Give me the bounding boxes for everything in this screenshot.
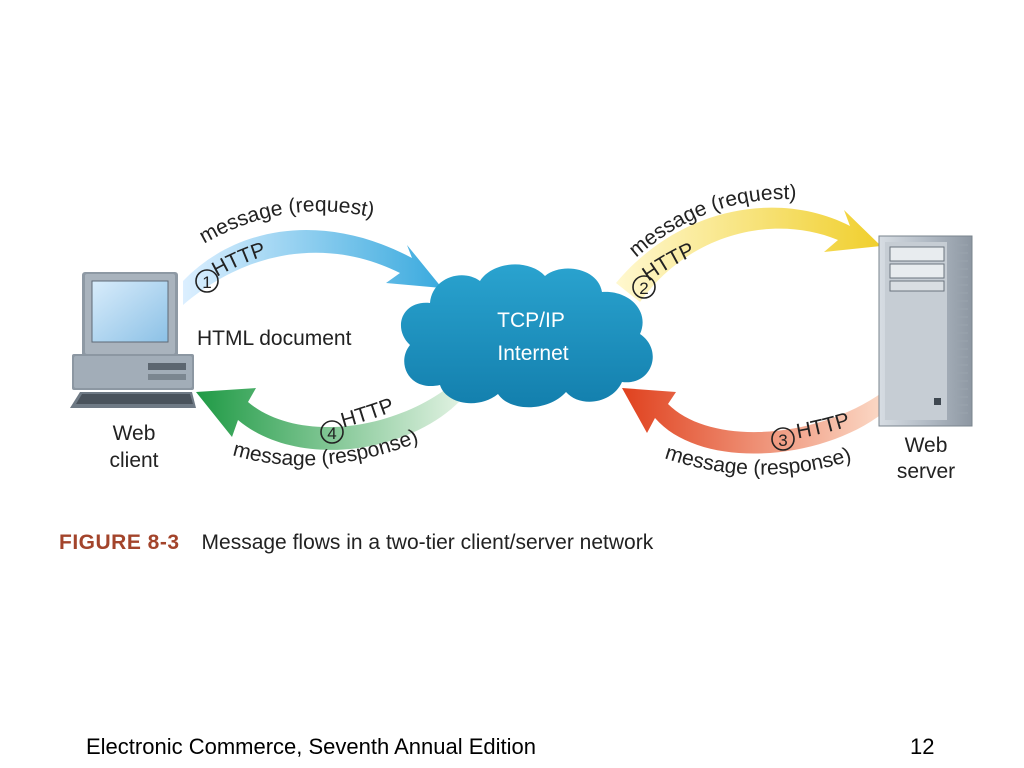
step-4-marker: 4: [320, 420, 344, 444]
http-label-step-3: HTTP: [794, 408, 852, 443]
web-client-computer-icon: [70, 272, 196, 408]
cloud-label-internet: Internet: [497, 342, 568, 365]
response-arrow-server-to-internet: [622, 388, 883, 454]
response-arrow-internet-to-client: [196, 370, 468, 450]
html-document-label: HTML document: [197, 327, 352, 350]
internet-cloud: [400, 264, 653, 408]
cloud-label-tcpip: TCP/IP: [497, 309, 565, 332]
step-2-number: 2: [639, 279, 648, 298]
step-3-number: 3: [778, 431, 787, 450]
step-4-number: 4: [327, 424, 336, 443]
request-arrow-internet-to-server: [616, 207, 881, 302]
page-number: 12: [910, 734, 935, 759]
request-arrow-client-to-internet: [183, 230, 442, 305]
web-server-tower-icon: [878, 235, 973, 427]
figure-caption: FIGURE 8-3 Message flows in a two-tier cl…: [59, 531, 653, 555]
figure-caption-text: Message flows in a two-tier client/serve…: [201, 531, 654, 554]
footer-title: Electronic Commerce, Seventh Annual Edit…: [86, 734, 537, 759]
web-client-label-line1: Web: [113, 422, 156, 445]
web-client-label-line2: client: [109, 449, 158, 472]
web-server-label-line1: Web: [905, 434, 948, 457]
web-server-label-line2: server: [897, 460, 955, 483]
http-label-step-3-path: HTTP: [794, 408, 852, 443]
figure-label: FIGURE 8-3: [59, 531, 180, 554]
step-1-number: 1: [202, 273, 211, 292]
step-1-marker: 1: [195, 269, 219, 293]
step-3-marker: 3: [771, 427, 795, 451]
step-2-marker: 2: [632, 275, 656, 299]
